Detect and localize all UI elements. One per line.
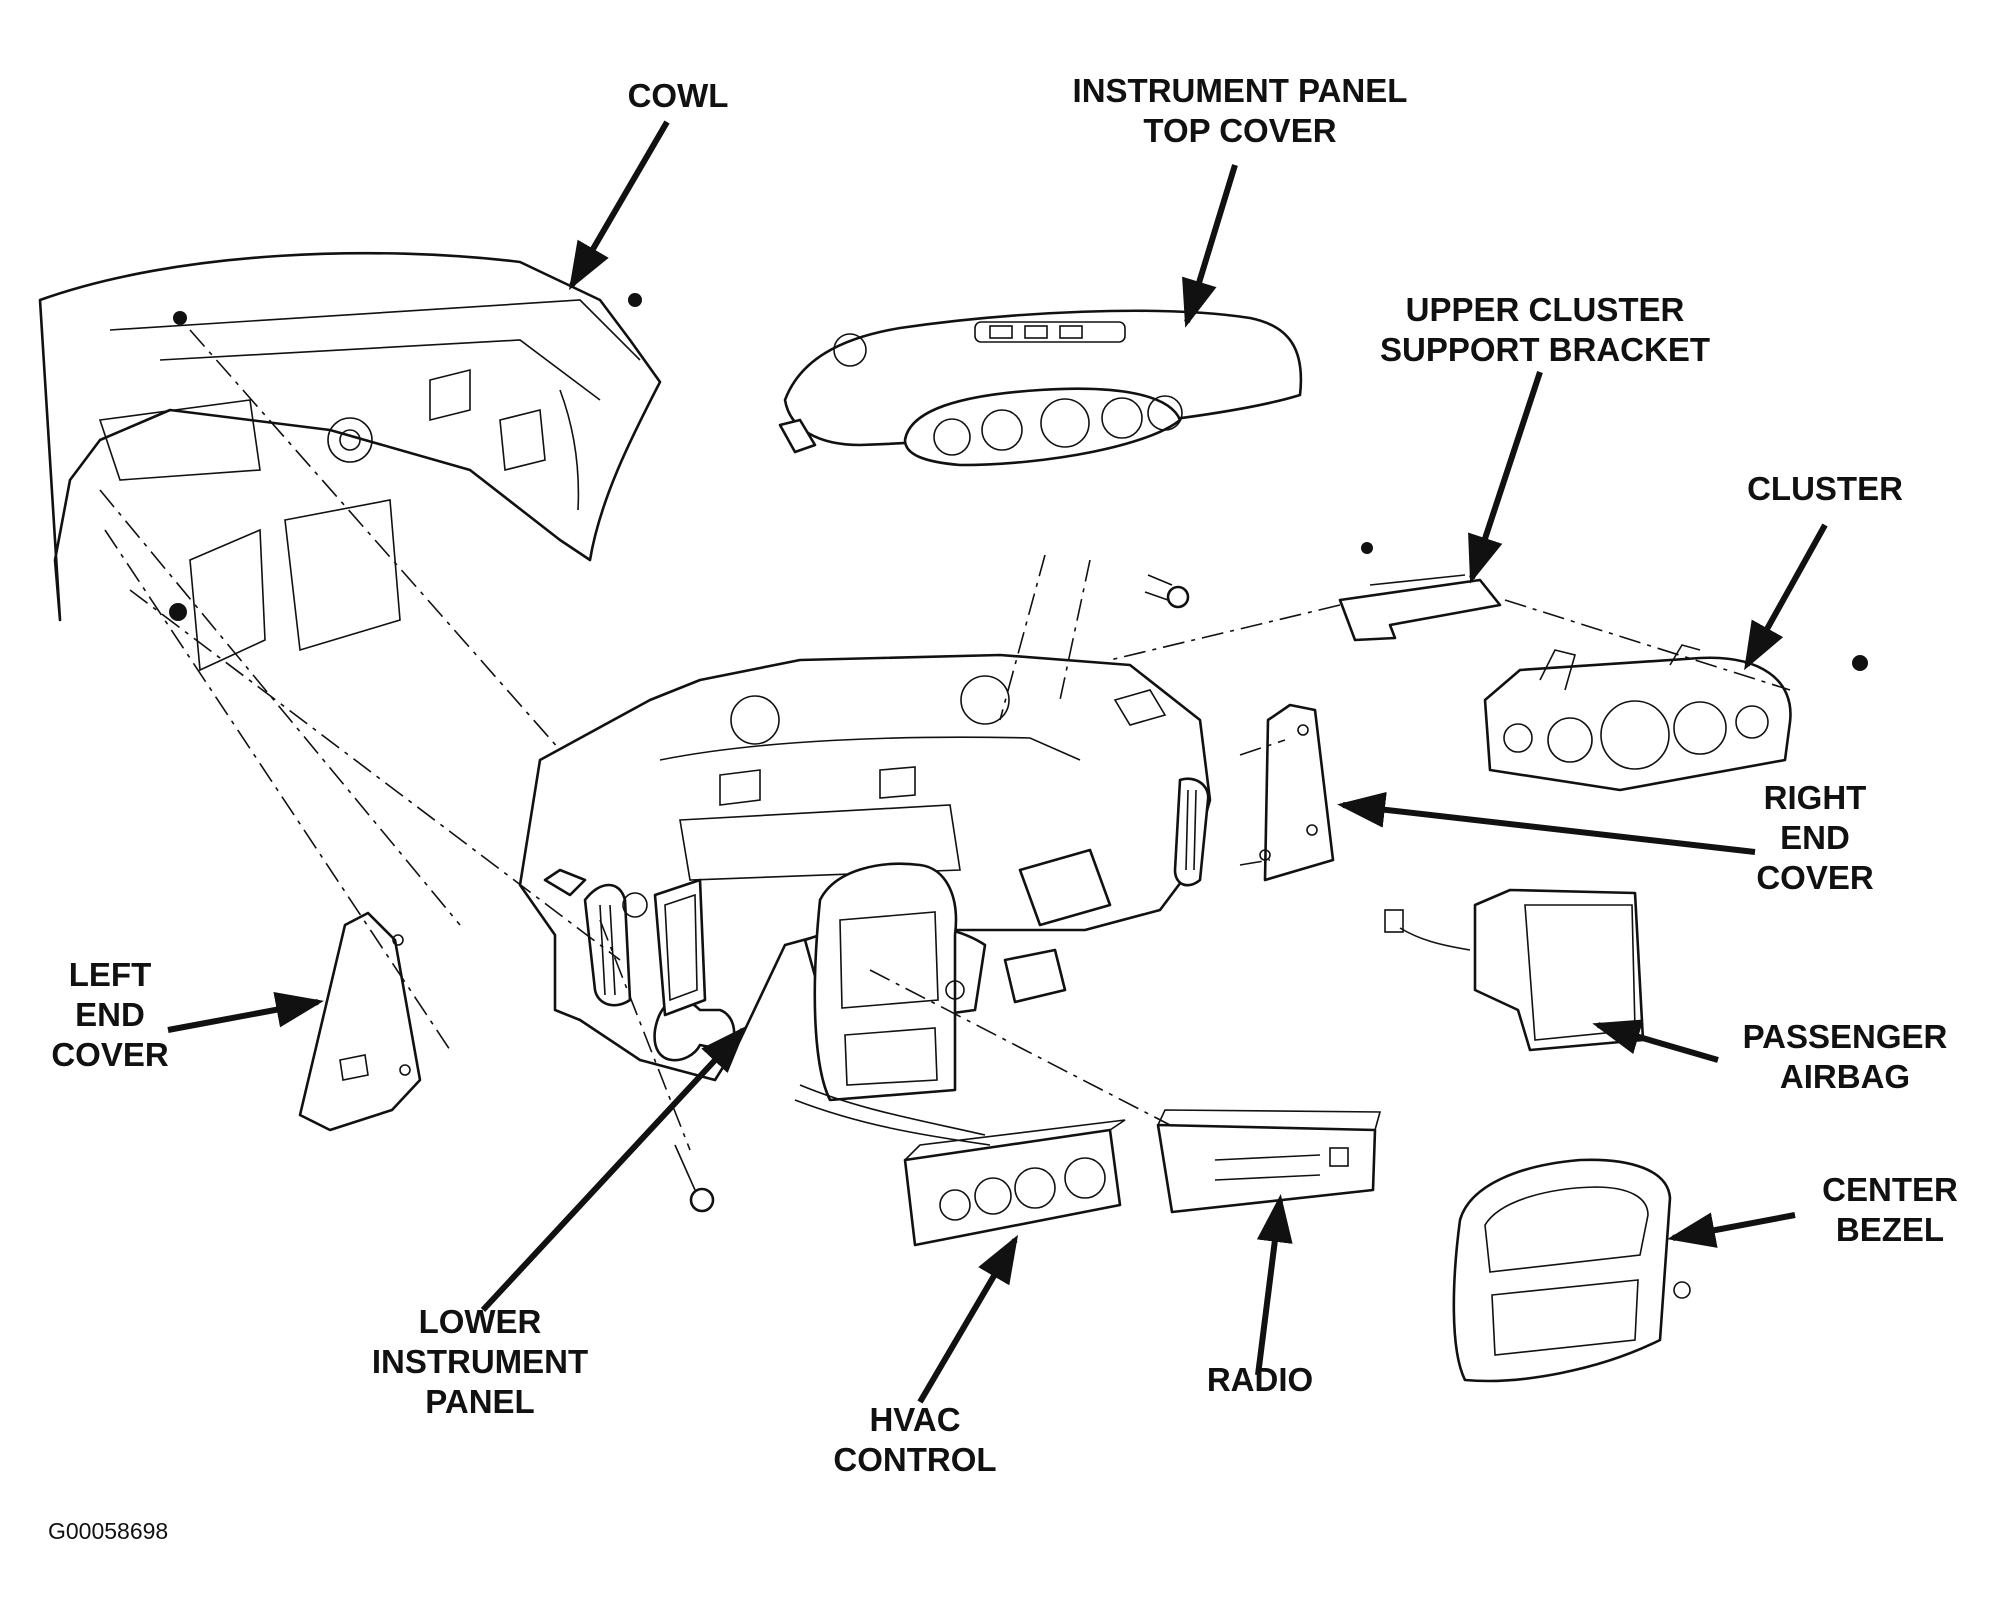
label-left-end-cover: LEFT END COVER (51, 956, 169, 1073)
radio-part (1156, 1109, 1382, 1214)
label-ip-top-cover: INSTRUMENT PANEL TOP COVER (1072, 72, 1408, 149)
label-cluster: CLUSTER (1747, 470, 1903, 507)
cluster-part (1483, 644, 1868, 792)
label-cowl: COWL (627, 77, 729, 114)
center-bezel-part (1452, 1158, 1691, 1383)
right-end-cover-part (1259, 703, 1335, 882)
cluster-arrow (1744, 523, 1828, 671)
ip-top-cover-arrow (1182, 164, 1238, 328)
cowl-arrow (568, 120, 670, 291)
passenger-airbag-arrow (1592, 1019, 1719, 1063)
alignment-lines (99, 329, 1791, 1151)
passenger-airbag-part (1384, 888, 1645, 1052)
radio-arrow (1255, 1194, 1293, 1376)
lower-instrument-panel-part (518, 653, 1212, 1102)
label-hvac-control: HVAC CONTROL (833, 1401, 997, 1478)
left-end-cover-part (298, 911, 422, 1132)
hvac-control-part (794, 1084, 1126, 1247)
upper-cluster-bracket-arrow (1468, 371, 1543, 584)
fasteners (674, 574, 1190, 1213)
label-passenger-airbag: PASSENGER AIRBAG (1742, 1018, 1948, 1095)
label-lower-instrument-panel: LOWER INSTRUMENT PANEL (371, 1303, 589, 1420)
lower-ip-arrow (480, 1025, 748, 1313)
hvac-control-arrow (917, 1234, 1019, 1404)
figure-id: G00058698 (48, 1518, 169, 1544)
label-center-bezel: CENTER BEZEL (1822, 1171, 1958, 1248)
ip-top-cover-part (778, 309, 1303, 467)
label-right-end-cover: RIGHT END COVER (1756, 779, 1874, 896)
center-bezel-arrow (1667, 1212, 1796, 1248)
left-end-cover-arrow (167, 992, 324, 1033)
label-upper-cluster-bracket: UPPER CLUSTER SUPPORT BRACKET (1379, 291, 1711, 368)
right-end-cover-arrow (1337, 791, 1756, 855)
label-radio: RADIO (1206, 1361, 1314, 1398)
cowl-part (38, 251, 662, 672)
